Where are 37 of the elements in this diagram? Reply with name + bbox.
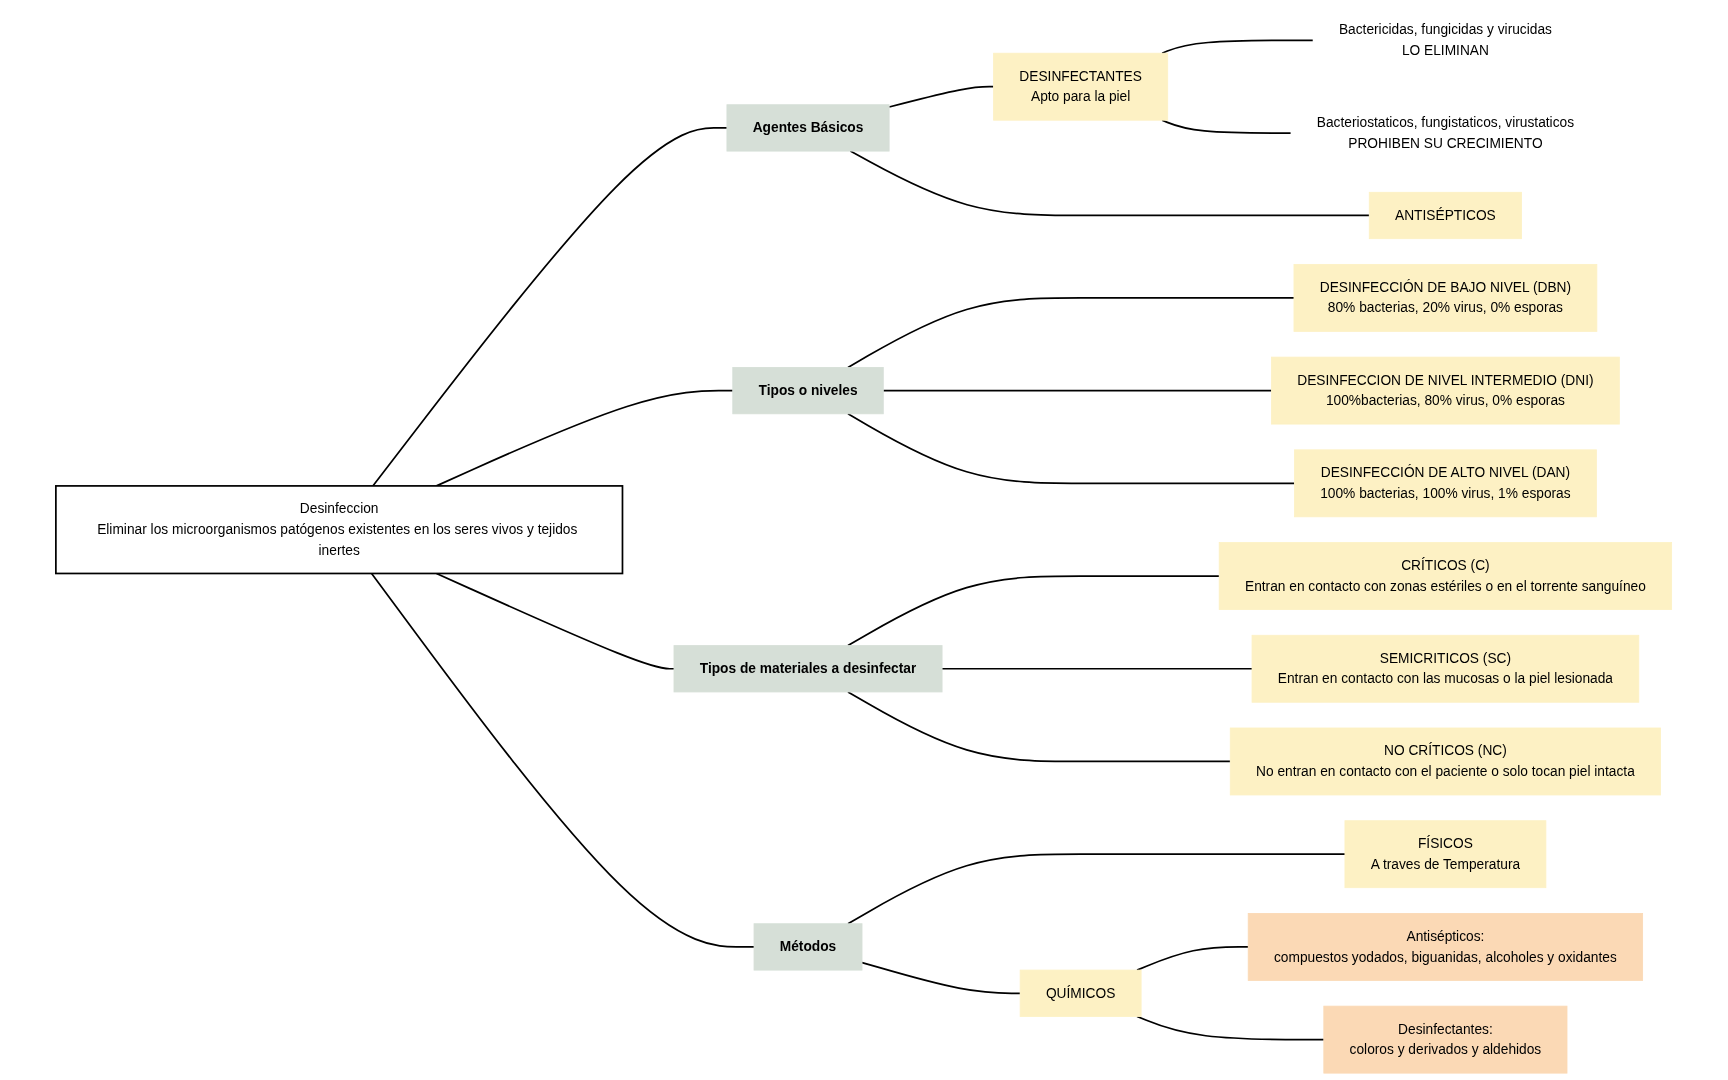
node-box: DESINFECCION DE NIVEL INTERMEDIO (DNI) 100%bacterias, 80% virus, 0% esporas [1271,356,1621,425]
connector [861,961,1022,995]
connector [847,412,1296,485]
node-box: Antisépticos: compuestos yodados, biguanidas, alcoholes y oxidantes [1248,913,1644,981]
connector [847,575,1221,647]
connector [888,85,995,108]
node-box: Desinfeccion Eliminar los microorganismos patógenos existentes en los seres vivos y tejidos inertes [55,485,624,575]
node-box: Agentes Básicos [726,104,890,152]
node-box: DESINFECCIÓN DE ALTO NIVEL (DAN) 100% bacterias, 100% virus, 1% esporas [1294,449,1598,518]
connector [847,691,1232,763]
connector [1161,39,1315,55]
connector [372,127,729,487]
connector [1136,1015,1325,1041]
node-box: NO CRÍTICOS (NC) No entran en contacto con el paciente o solo tocan piel intacta [1230,727,1662,796]
connector [1136,946,1250,971]
connector [882,389,1273,392]
connector [849,150,1371,217]
node-box: CRÍTICOS (C) Entran en contacto con zonas estériles o en el torrente sanguíneo [1219,542,1673,610]
node-box: SEMICRITICOS (SC) Entran en contacto con las mucosas o la piel lesionada [1251,634,1640,703]
node-text: Bactericidas, fungicidas y virucidas LO ELIMINAN [1339,22,1553,58]
node-box: FÍSICOS A traves de Temperatura [1344,820,1547,889]
connector [371,572,756,948]
node-box: DESINFECTANTES Apto para la piel [993,52,1169,121]
node-box: DESINFECCIÓN DE BAJO NIVEL (DBN) 80% bacterias, 20% virus, 0% esporas [1293,264,1598,332]
connector [847,853,1347,925]
connector [847,297,1296,369]
connector [1161,119,1293,134]
node-box: Desinfectantes: coloros y derivados y aldehidos [1323,1005,1568,1074]
node-text: Bacteriostaticos, fungistaticos, virustaticos PROHIBEN SU CRECIMIENTO [1317,115,1575,151]
connector [435,572,676,670]
node-box: QUÍMICOS [1020,969,1142,1017]
connector [435,389,734,487]
node-box: ANTISÉPTICOS [1369,191,1523,240]
node-box: Métodos [753,923,863,971]
node-box: Tipos de materiales a desinfectar [673,645,943,693]
node-box: Tipos o niveles [732,367,884,415]
connector [941,667,1254,670]
